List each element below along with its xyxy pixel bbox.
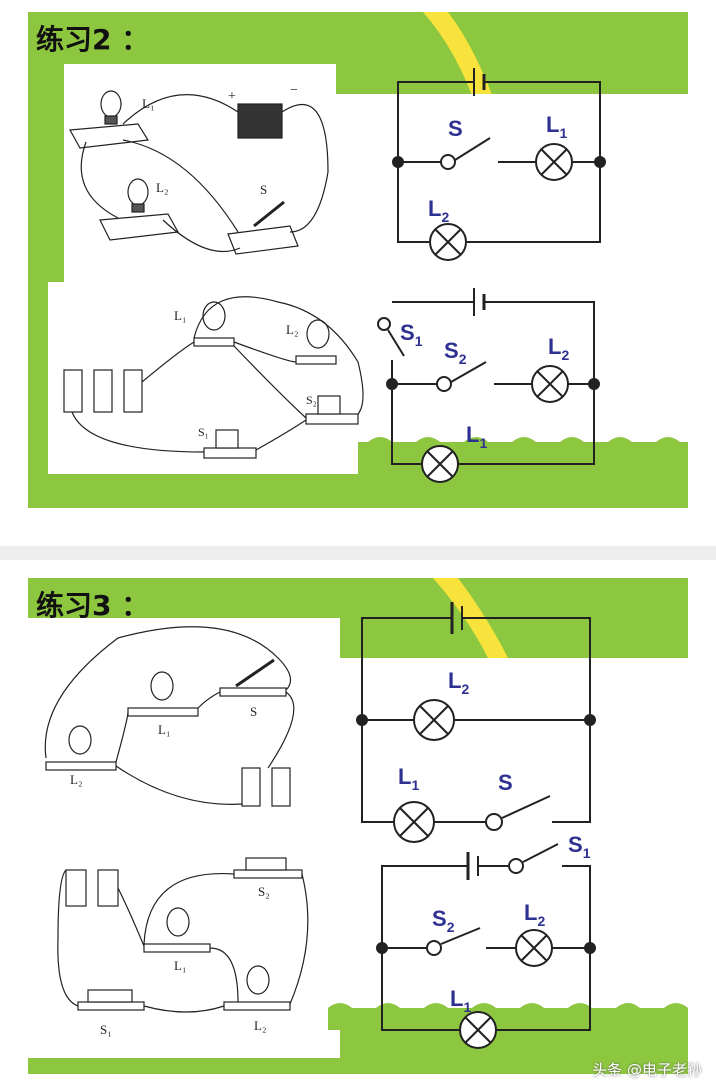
- sketch-bottom-circuit-3: [57, 857, 309, 1013]
- exercise-3-artwork: S L₁ L₂ L2 L1 S: [28, 578, 688, 1074]
- sketch3-bottom-l2-label: L₂: [254, 1018, 266, 1033]
- sketch3-top-l1-label: L₁: [158, 722, 170, 737]
- exercise-3-title: 练习3 ：: [36, 589, 150, 622]
- schematic3-top-l2-label: L2: [448, 668, 469, 697]
- sketch-top-l2-label: L₂: [156, 180, 168, 195]
- schematic-top-l1-label: L1: [546, 112, 567, 141]
- sketch-bottom-circuit-2: [63, 296, 364, 459]
- schematic-top-s-label: S: [448, 116, 463, 141]
- exercise-2-artwork: L₁ L₂ S + − S L1 L2: [28, 12, 688, 508]
- schematic3-top-s-label: S: [498, 770, 513, 795]
- sketch-top-s-label: S: [260, 182, 267, 197]
- exercise-3-panel: S L₁ L₂ L2 L1 S: [28, 578, 688, 1074]
- schematic-bottom-circuit-2: [377, 288, 600, 483]
- schematic-top-circuit-2: [392, 68, 606, 261]
- schematic-bottom-s1-label: S1: [400, 320, 423, 349]
- watermark: 头条 @电子老孙: [592, 1061, 702, 1079]
- battery-plus-label: +: [228, 89, 236, 104]
- schematic3-bottom-s1-label: S1: [568, 832, 591, 861]
- schematic-top-circuit-3: [356, 602, 596, 843]
- sketch3-bottom-s2-label: S₂: [258, 884, 270, 899]
- schematic-bottom-l2-label: L2: [548, 334, 569, 363]
- exercise-2-panel: L₁ L₂ S + − S L1 L2: [28, 12, 688, 508]
- schematic-bottom-l1-label: L1: [466, 422, 487, 451]
- sketch-bottom-l1-label: L₁: [174, 308, 186, 323]
- sketch3-bottom-l1-label: L₁: [174, 958, 186, 973]
- section-divider: [0, 546, 716, 560]
- schematic-bottom-s2-label: S2: [444, 338, 467, 367]
- sketch-top-circuit-3: [44, 626, 295, 807]
- sketch-bottom-l2-label: L₂: [286, 322, 298, 337]
- sketch3-top-s-label: S: [250, 704, 257, 719]
- sketch-top-circuit-2: [69, 90, 329, 255]
- sketch-bottom-s1-label: S₁: [198, 425, 209, 439]
- sketch3-top-l2-label: L₂: [70, 772, 82, 787]
- schematic-top-l2-label: L2: [428, 196, 449, 225]
- battery-minus-label: −: [290, 83, 298, 98]
- sketch-bottom-s2-label: S₂: [306, 393, 317, 407]
- schematic-bottom-circuit-3: [376, 843, 596, 1049]
- schematic3-top-l1-label: L1: [398, 764, 419, 793]
- schematic3-bottom-l1-label: L1: [450, 986, 471, 1015]
- sketch-top-l1-label: L₁: [142, 96, 154, 111]
- schematic3-bottom-s2-label: S2: [432, 906, 455, 935]
- exercise-2-title: 练习2 ：: [36, 23, 150, 56]
- schematic3-bottom-l2-label: L2: [524, 900, 545, 929]
- sketch3-bottom-s1-label: S₁: [100, 1022, 112, 1037]
